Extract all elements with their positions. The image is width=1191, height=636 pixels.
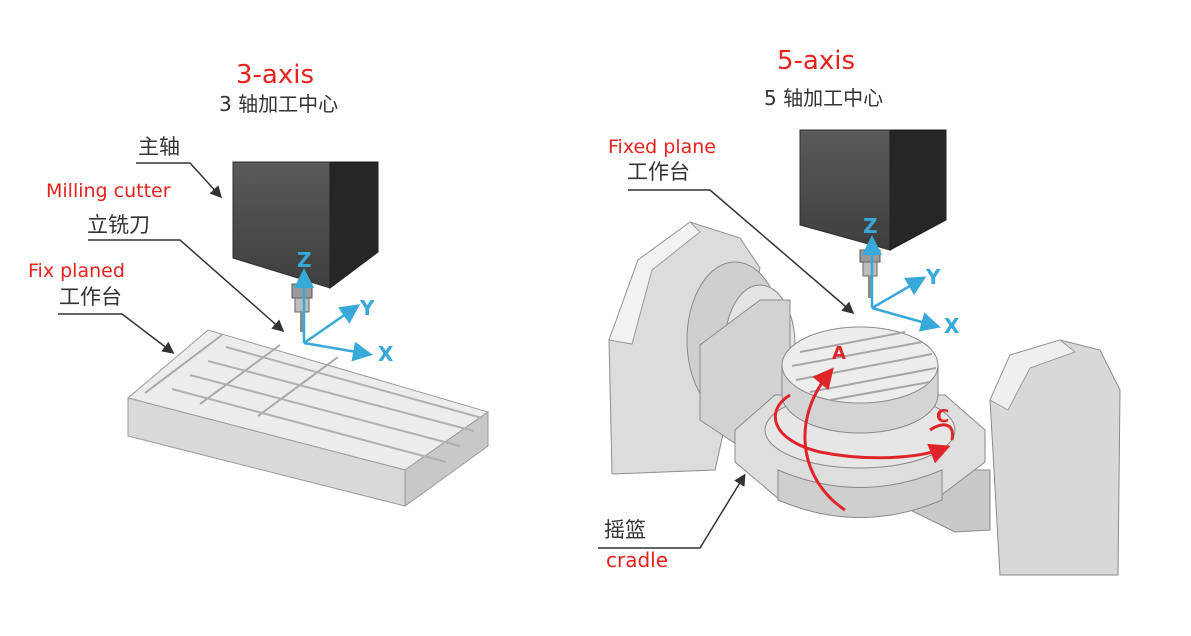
spindle-label-cn: 主轴 — [138, 135, 180, 159]
axis-y-label-left: Y — [360, 296, 375, 320]
cutter-label-en: Milling cutter — [46, 180, 171, 202]
worktable-label-cn-left: 工作台 — [59, 285, 122, 309]
axis-triad-right — [862, 235, 941, 332]
left-title-en: 3-axis — [236, 60, 315, 90]
cradle-leader — [598, 473, 746, 549]
trunnion-support-left — [608, 221, 796, 475]
spindle-left — [232, 161, 379, 332]
rotary-axis-arrows — [773, 367, 955, 512]
axis-y-label-right: Y — [926, 265, 941, 289]
worktable-leader-right — [628, 189, 855, 314]
worktable-label-en-left: Fix planed — [28, 260, 125, 282]
rotary-table — [781, 326, 939, 434]
cradle-label-en: cradle — [606, 548, 669, 572]
five-axis-machine — [598, 129, 1121, 576]
spindle-leader — [136, 162, 223, 199]
rotary-c-label: C — [936, 406, 950, 427]
cutter-label-cn: 立铣刀 — [87, 213, 150, 237]
cradle-label-cn: 摇篮 — [604, 518, 646, 542]
worktable-label-cn-right: 工作台 — [627, 160, 690, 184]
trunnion-support-right — [899, 339, 1121, 576]
axis-triad-left — [294, 268, 373, 362]
axis-z-label-left: Z — [297, 248, 312, 272]
spindle-right — [799, 129, 947, 298]
worktable-label-en-right: Fixed plane — [608, 136, 716, 158]
axis-x-label-left: X — [378, 342, 394, 366]
rotary-a-label: A — [832, 343, 846, 364]
three-axis-machine — [58, 161, 490, 507]
cutter-leader — [88, 239, 285, 332]
worktable-leader-left — [58, 313, 175, 354]
right-title-cn: 5 轴加工中心 — [764, 86, 884, 110]
axis-x-label-right: X — [944, 314, 960, 338]
axis-z-label-right: Z — [863, 214, 878, 238]
fixed-worktable-left — [126, 329, 490, 507]
right-title-en: 5-axis — [777, 46, 856, 76]
left-title-cn: 3 轴加工中心 — [219, 92, 339, 116]
